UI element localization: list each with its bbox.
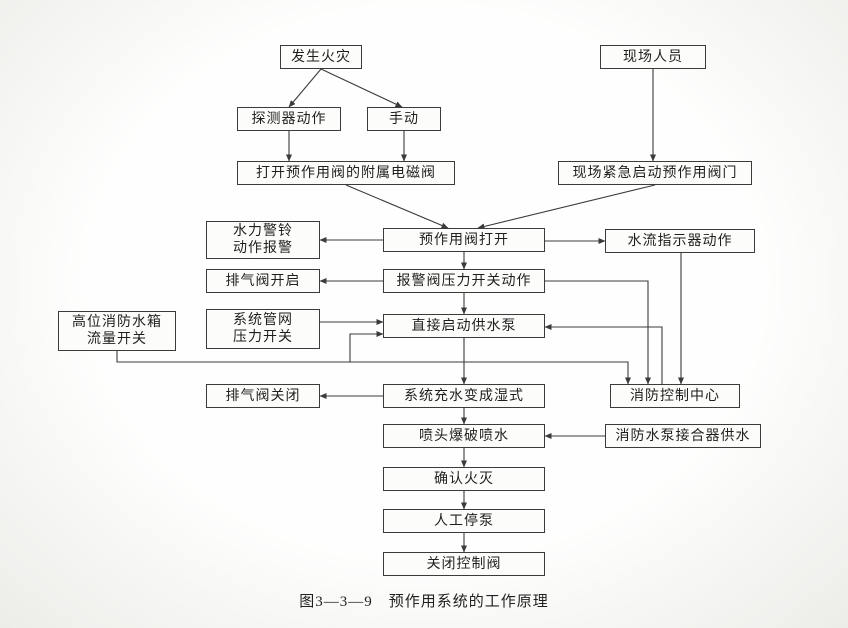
flow-node-flowind: 水流指示器动作 — [605, 229, 755, 253]
flow-node-wet: 系统充水变成湿式 — [383, 384, 545, 408]
flow-node-personnel: 现场人员 — [600, 45, 706, 69]
flow-node-valveopen: 预作用阀打开 — [383, 228, 545, 252]
flow-node-detector: 探测器动作 — [237, 107, 341, 131]
flow-node-confirm: 确认火灭 — [383, 467, 545, 491]
figure-caption: 图3—3—9 预作用系统的工作原理 — [299, 594, 549, 610]
edge-fire-to-manual — [320, 68, 403, 108]
flow-node-exhaustopen: 排气阀开启 — [206, 269, 320, 293]
flow-node-closevalve: 关闭控制阀 — [383, 552, 545, 576]
flow-node-sprinkler: 喷头爆破喷水 — [383, 424, 545, 448]
flow-node-pump: 直接启动供水泵 — [383, 314, 545, 338]
edge-tank-to-center — [116, 351, 631, 385]
flow-node-adapter: 消防水泵接合器供水 — [605, 424, 761, 448]
flow-node-center: 消防控制中心 — [610, 384, 740, 408]
flow-node-bell: 水力警铃 动作报警 — [206, 221, 320, 259]
flow-node-stoppump: 人工停泵 — [383, 509, 545, 533]
flow-node-emergency: 现场紧急启动预作用阀门 — [558, 161, 752, 185]
edge-center-to-pump — [544, 324, 663, 384]
edge-tank-to-pump — [349, 331, 384, 362]
flow-node-fire: 发生火灾 — [280, 45, 362, 69]
edge-solenoid-to-valveopen — [345, 184, 449, 229]
flow-node-pressure: 报警阀压力开关动作 — [383, 269, 545, 293]
flow-node-pipenet: 系统管网 压力开关 — [206, 309, 320, 349]
flow-node-tank: 高位消防水箱 流量开关 — [58, 311, 176, 351]
edge-emergency-to-valveopen — [477, 184, 656, 230]
edge-fire-to-detector — [288, 68, 322, 108]
flow-node-manual: 手动 — [367, 107, 441, 131]
flow-node-exhaustclose: 排气阀关闭 — [206, 384, 320, 408]
flow-node-solenoid: 打开预作用阀的附属电磁阀 — [237, 161, 455, 185]
edge-pressure-to-center — [545, 280, 651, 385]
